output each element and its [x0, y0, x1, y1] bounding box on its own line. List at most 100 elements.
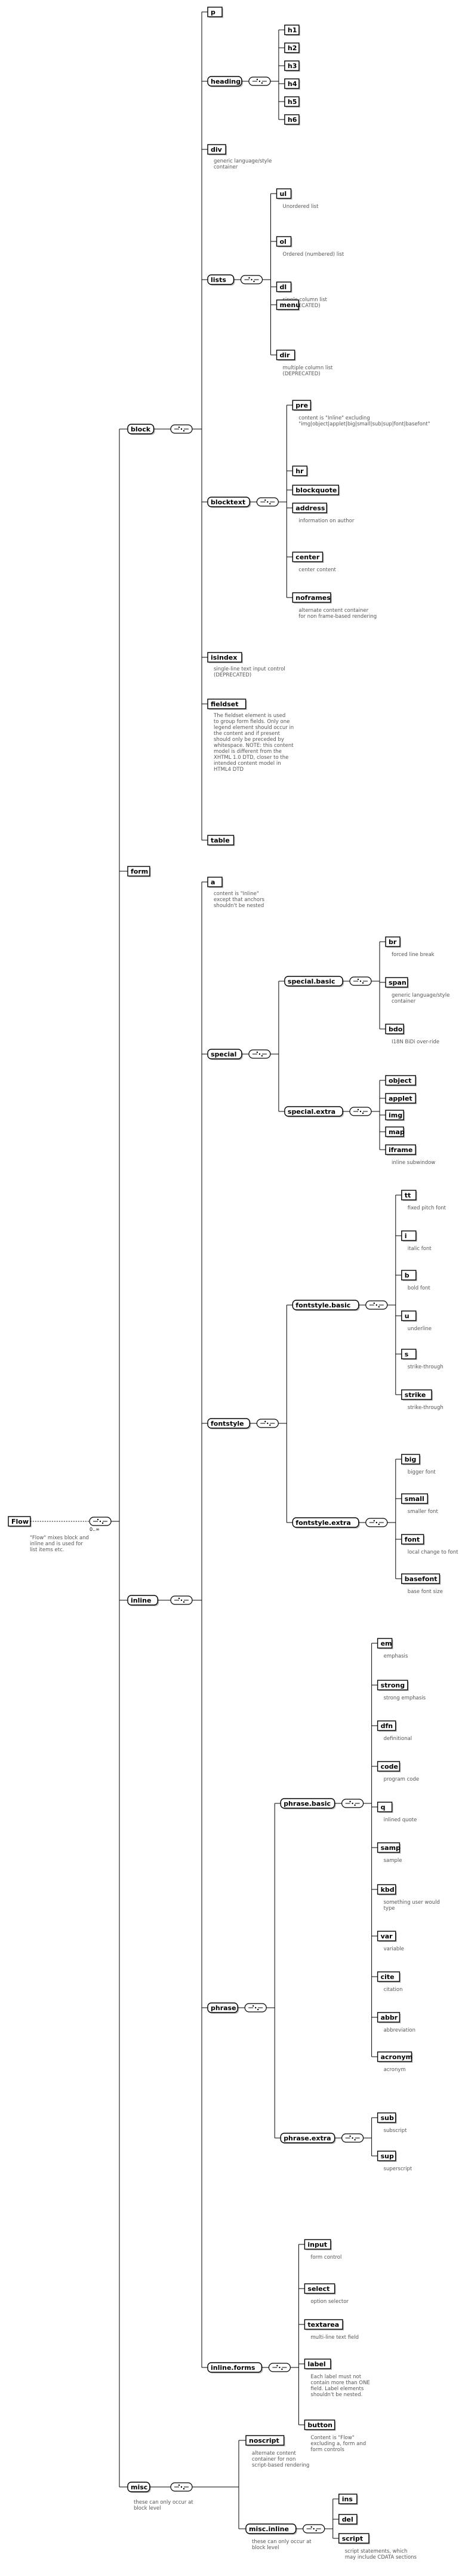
var-element: var: [377, 1931, 397, 1942]
isindex-element: isindex: [207, 652, 243, 663]
heading-group: heading: [207, 76, 243, 87]
choice-compositor-icon: [256, 497, 279, 507]
input-label: input: [307, 2241, 327, 2249]
h2-element: h2: [284, 42, 300, 54]
annotation-note: fixed pitch font: [408, 1205, 446, 1211]
input-element: input: [304, 2239, 332, 2250]
select-label: select: [307, 2285, 329, 2293]
annotation-note: variable: [384, 1946, 404, 1952]
map-label: map: [389, 1128, 405, 1136]
noframes-element: noframes: [292, 592, 332, 604]
lists-label: lists: [211, 276, 226, 284]
q-element: q: [377, 1802, 393, 1813]
choice-compositor-icon: [303, 2524, 325, 2534]
phrase-extra-label: phrase.extra: [284, 2134, 331, 2142]
choice-compositor-icon: [365, 1518, 388, 1527]
special-extra-group: special.extra: [284, 1106, 344, 1117]
div-label: div: [211, 146, 223, 154]
annotation-note: strike-through: [408, 1364, 444, 1370]
i-label: i: [405, 1232, 407, 1240]
br-element: br: [385, 936, 401, 948]
annotation-note: bigger font: [408, 1469, 436, 1475]
special-group: special: [207, 1049, 243, 1060]
button-element: button: [304, 2419, 336, 2431]
annotation-note: form control: [310, 2255, 341, 2260]
basefont-label: basefont: [405, 1575, 438, 1583]
kbd-element: kbd: [377, 1884, 397, 1895]
b-label: b: [405, 1272, 409, 1279]
fieldset-element: fieldset: [207, 699, 247, 710]
noframes-label: noframes: [295, 594, 331, 602]
bdo-label: bdo: [389, 1025, 403, 1033]
phrase-group: phrase: [207, 2002, 239, 2014]
blocktext-label: blocktext: [211, 498, 245, 506]
blockquote-element: blockquote: [292, 485, 340, 496]
center-element: center: [292, 552, 324, 563]
annotation-note: multi-line text field: [310, 2335, 359, 2341]
choice-compositor-icon: [349, 976, 372, 986]
annotation-note: acronym: [384, 2067, 406, 2073]
h5-element: h5: [284, 96, 300, 108]
annotation-note: Unordered list: [283, 204, 319, 210]
phrase-extra-group: phrase.extra: [280, 2133, 336, 2144]
dfn-element: dfn: [377, 1720, 397, 1732]
choice-compositor-icon: [349, 1107, 372, 1116]
phrase-basic-group: phrase.basic: [280, 1798, 336, 1809]
dir-label: dir: [280, 351, 291, 359]
menu-element: menu: [276, 299, 300, 311]
annotation-note: superscript: [384, 2166, 412, 2172]
table-label: table: [211, 837, 230, 844]
choice-compositor-icon: [170, 424, 193, 434]
annotation-note: single column list(DEPRECATED): [283, 297, 328, 309]
abbr-element: abbr: [377, 2012, 401, 2023]
tt-element: tt: [401, 1190, 417, 1201]
ul-element: ul: [276, 188, 292, 200]
dfn-label: dfn: [381, 1722, 393, 1730]
inline-forms-group: inline.forms: [207, 2362, 263, 2373]
b-element: b: [401, 1270, 417, 1281]
sub-label: sub: [381, 2114, 394, 2122]
annotation-note: center content: [298, 567, 336, 573]
small-label: small: [405, 1495, 424, 1503]
samp-element: samp: [377, 1842, 401, 1854]
map-element: map: [385, 1126, 405, 1138]
font-label: font: [405, 1536, 420, 1543]
fontstyle-basic-group: fontstyle.basic: [292, 1300, 360, 1311]
h2-label: h2: [288, 44, 297, 52]
strike-element: strike: [401, 1389, 433, 1401]
h3-label: h3: [288, 62, 297, 70]
ins-label: ins: [342, 2495, 353, 2503]
noscript-element: noscript: [245, 2435, 285, 2446]
choice-compositor-icon: [248, 76, 271, 86]
annotation-note: bold font: [408, 1285, 431, 1291]
form-label: form: [131, 868, 148, 875]
noscript-label: noscript: [249, 2437, 279, 2445]
inline-group: inline: [127, 1595, 159, 1606]
samp-label: samp: [381, 1844, 401, 1852]
sup-label: sup: [381, 2152, 394, 2160]
choice-compositor-icon: [170, 2482, 193, 2492]
choice-compositor-icon: [244, 2003, 267, 2013]
flow-element: Flow: [8, 1516, 32, 1527]
annotation-note: base font size: [408, 1589, 443, 1595]
annotation-note: Ordered (numbered) list: [283, 252, 344, 258]
lists-group: lists: [207, 274, 235, 286]
fontstyle-extra-group: fontstyle.extra: [292, 1517, 360, 1529]
annotation-note: inline subwindow: [392, 1160, 435, 1166]
special-basic-label: special.basic: [288, 978, 335, 985]
img-label: img: [389, 1111, 402, 1119]
em-element: em: [377, 1638, 393, 1649]
a-label: a: [211, 878, 215, 886]
choice-compositor-icon: [89, 1517, 112, 1526]
inline-label: inline: [131, 1597, 151, 1604]
h1-label: h1: [288, 26, 297, 34]
multiplicity-label: 0..∞: [90, 1527, 100, 1532]
inline-forms-label: inline.forms: [211, 2364, 255, 2372]
isindex-label: isindex: [211, 654, 237, 661]
